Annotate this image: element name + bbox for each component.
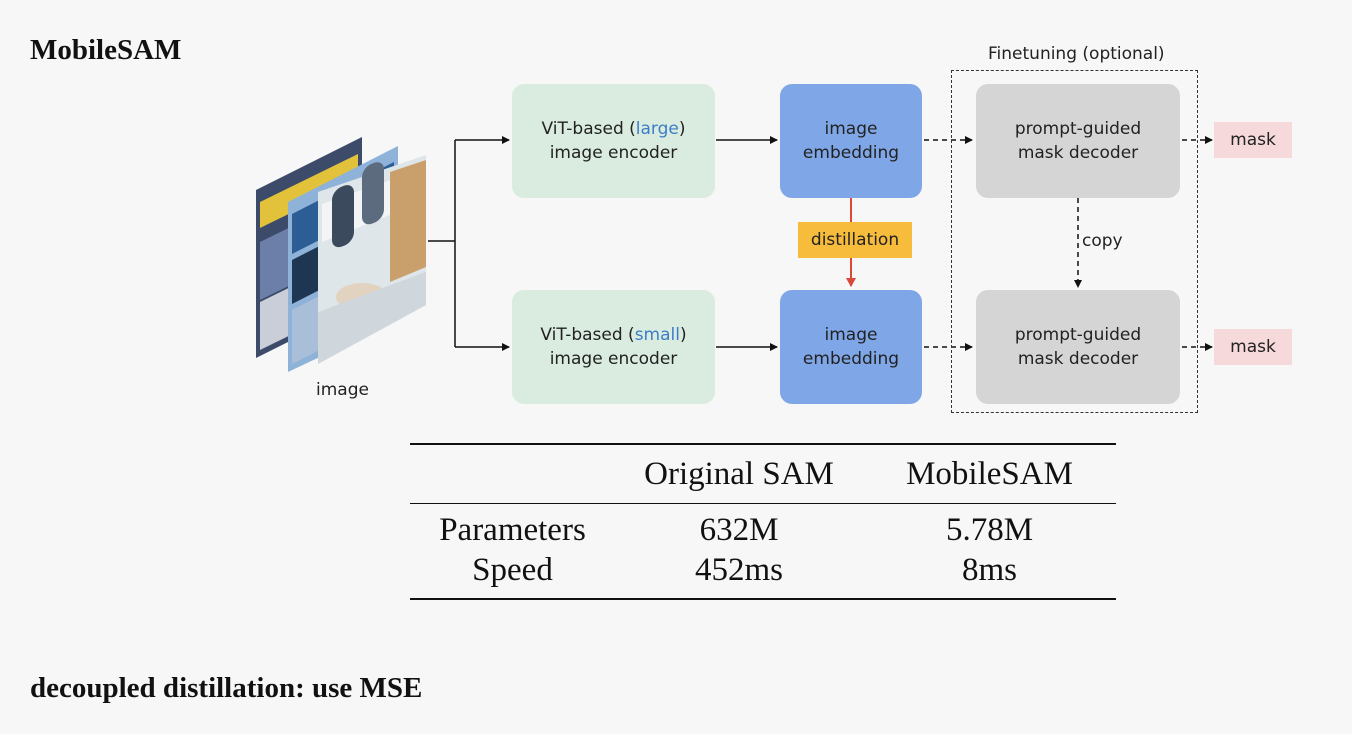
table-cell: 5.78M bbox=[945, 511, 1034, 548]
footer-text: decoupled distillation: use MSE bbox=[30, 672, 423, 704]
slide-title: MobileSAM bbox=[30, 34, 182, 66]
distillation-label: distillation bbox=[798, 222, 912, 258]
table-row-label: Speed bbox=[472, 551, 553, 588]
table-header-cell: Original SAM bbox=[644, 455, 834, 492]
image-embedding-large: image embedding bbox=[780, 84, 922, 198]
table-row: Parameters 632M 5.78M bbox=[410, 504, 1116, 551]
image-embedding-small: image embedding bbox=[780, 290, 922, 404]
copy-label: copy bbox=[1082, 231, 1123, 251]
mask-output-top: mask bbox=[1214, 122, 1292, 158]
input-image-stack bbox=[256, 137, 426, 372]
encoder-size-large: large bbox=[635, 119, 679, 139]
table-header-row: Original SAM MobileSAM bbox=[410, 444, 1116, 504]
finetuning-label: Finetuning (optional) bbox=[988, 44, 1165, 64]
table-row-label: Parameters bbox=[439, 511, 586, 548]
mask-output-bottom: mask bbox=[1214, 329, 1292, 365]
vit-large-encoder: ViT-based (large) image encoder bbox=[512, 84, 715, 198]
table-header-cell: MobileSAM bbox=[906, 455, 1073, 492]
table-row: Speed 452ms 8ms bbox=[410, 550, 1116, 599]
table-cell: 632M bbox=[699, 511, 779, 548]
mask-decoder-top: prompt-guided mask decoder bbox=[976, 84, 1180, 198]
vit-small-encoder-title: ViT-based (small) bbox=[540, 325, 687, 345]
comparison-table: Original SAM MobileSAM Parameters 632M 5… bbox=[410, 443, 1116, 600]
input-image-label: image bbox=[316, 380, 369, 400]
vit-large-encoder-subtitle: image encoder bbox=[549, 143, 678, 163]
table-cell: 8ms bbox=[961, 551, 1017, 588]
table-cell: 452ms bbox=[694, 551, 783, 588]
table-header-cell bbox=[410, 444, 615, 504]
vit-large-encoder-title: ViT-based (large) bbox=[541, 119, 686, 139]
vit-small-encoder-subtitle: image encoder bbox=[549, 349, 678, 369]
mask-decoder-bottom: prompt-guided mask decoder bbox=[976, 290, 1180, 404]
finetuning-region bbox=[951, 70, 1198, 413]
encoder-size-small: small bbox=[634, 325, 680, 345]
vit-small-encoder: ViT-based (small) image encoder bbox=[512, 290, 715, 404]
